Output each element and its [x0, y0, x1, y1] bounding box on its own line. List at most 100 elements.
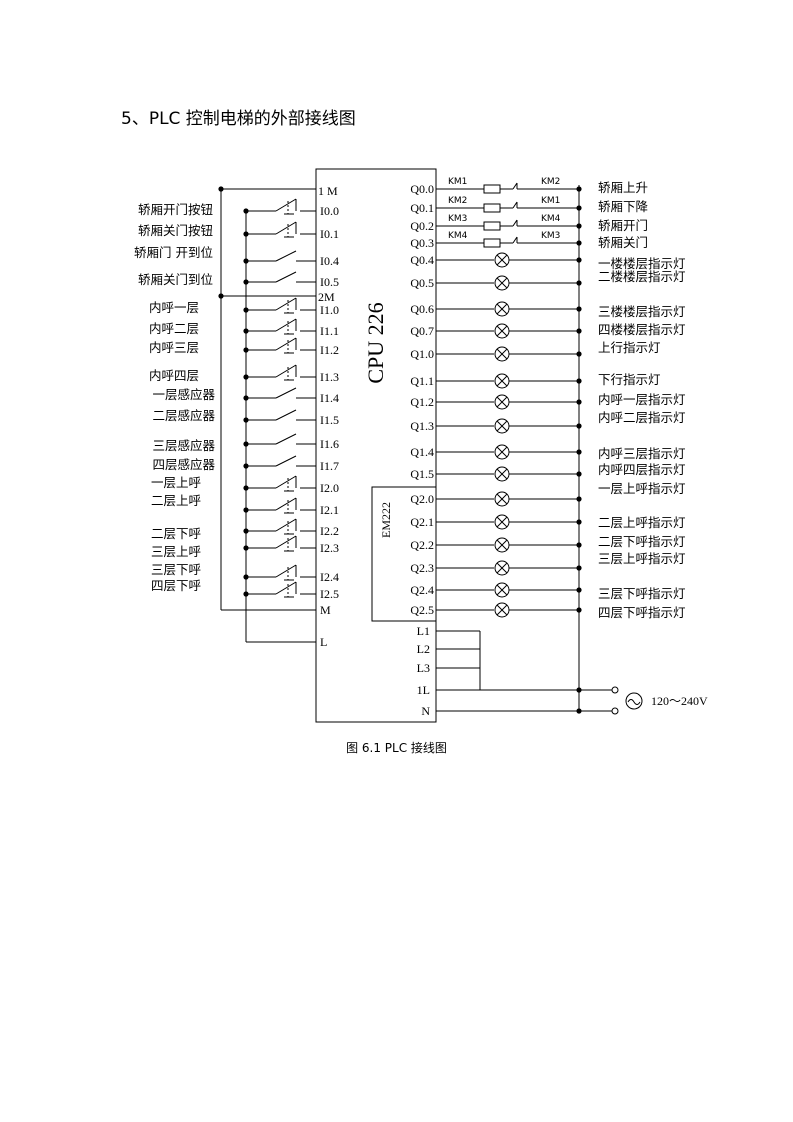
lamp-cross	[496, 468, 508, 480]
indicator-lamp	[494, 373, 510, 389]
lamp-cross	[496, 562, 508, 574]
ac-source-circle	[625, 692, 643, 710]
lamp-circle	[494, 346, 510, 362]
limit-switch-contact-symbol	[275, 455, 300, 467]
interlock-label: KM2	[541, 177, 560, 187]
input-label: 轿厢关门按钮	[138, 223, 213, 238]
lamp-cross	[496, 325, 508, 337]
output-pin-Q0-1: Q0.1	[410, 201, 434, 215]
lamp-circle	[494, 537, 510, 553]
output-junction	[576, 496, 582, 502]
input-label: 内呼一层	[149, 300, 199, 315]
output-label: 四楼楼层指示灯	[598, 322, 686, 337]
output-pin-Q0-4: Q0.4	[410, 253, 434, 267]
input-junction	[243, 307, 249, 313]
output-pin-Q2-4: Q2.4	[410, 583, 434, 597]
pushbutton-contact-symbol	[275, 497, 297, 514]
output-label: 三层下呼指示灯	[598, 586, 686, 601]
lamp-circle	[494, 418, 510, 434]
output-pin-Q0-7: Q0.7	[410, 324, 434, 338]
output-pin-Q2-1: Q2.1	[410, 515, 434, 529]
input-pin-I2-1: I2.1	[320, 503, 339, 517]
input-junction	[243, 395, 249, 401]
output-pin-Q1-5: Q1.5	[410, 467, 434, 481]
input-pin-I1-3: I1.3	[320, 370, 339, 384]
junction-1l	[576, 687, 582, 693]
pushbutton-contact-symbol	[275, 581, 297, 598]
input-pin-I1-0: I1.0	[320, 303, 339, 317]
output-junction	[576, 186, 582, 192]
output-label: 内呼四层指示灯	[598, 462, 686, 477]
input-pin-L: L	[320, 635, 327, 649]
output-label: 二层下呼指示灯	[598, 534, 686, 549]
output-junction	[576, 449, 582, 455]
input-junction	[243, 545, 249, 551]
lamp-cross	[496, 375, 508, 387]
output-junction	[576, 351, 582, 357]
pushbutton-contact-symbol	[275, 564, 297, 581]
interlock-contact-symbol	[512, 219, 518, 227]
lamp-circle	[494, 560, 510, 576]
section-heading: 5、PLC 控制电梯的外部接线图	[121, 109, 356, 129]
output-pin-Q0-5: Q0.5	[410, 276, 434, 290]
contact-blade	[275, 318, 297, 332]
output-label: 一楼楼层指示灯	[598, 256, 686, 271]
contact-blade	[275, 221, 297, 235]
figure-caption: 图 6.1 PLC 接线图	[346, 741, 447, 755]
input-pin-I2-2: I2.2	[320, 524, 339, 538]
input-label: 四层下呼	[151, 578, 201, 593]
output-label: 四层下呼指示灯	[598, 605, 686, 620]
lamp-cross	[496, 396, 508, 408]
contact-blade	[275, 297, 297, 311]
lamp-cross	[496, 420, 508, 432]
input-label: 四层感应器	[152, 457, 215, 472]
cpu-model-label: CPU 226	[363, 302, 388, 383]
lamp-circle	[494, 323, 510, 339]
pushbutton-contact-symbol	[275, 318, 297, 335]
contact-blade	[512, 201, 518, 209]
pushbutton-contact-symbol	[275, 364, 297, 381]
power-pin-L2: L2	[417, 642, 430, 656]
input-pin-I0-1: I0.1	[320, 227, 339, 241]
input-pin-I1-2: I1.2	[320, 343, 339, 357]
input-junction	[243, 328, 249, 334]
output-junction	[576, 399, 582, 405]
input-junction	[243, 528, 249, 534]
interlock-label: KM4	[541, 214, 561, 224]
input-junction	[243, 463, 249, 469]
input-junction	[243, 441, 249, 447]
output-label: 一层上呼指示灯	[598, 481, 686, 496]
contact-blade	[275, 271, 297, 283]
indicator-lamp	[494, 252, 510, 268]
output-label: 上行指示灯	[598, 340, 661, 355]
lamp-circle	[494, 602, 510, 618]
contact-blade	[512, 219, 518, 227]
indicator-lamp	[494, 346, 510, 362]
contact-blade	[512, 236, 518, 244]
output-junction	[576, 223, 582, 229]
input-label: 轿厢门 开到位	[134, 245, 213, 260]
input-pin-I1-6: I1.6	[320, 437, 339, 451]
input-pin-1-M: 1 M	[318, 184, 338, 198]
input-label: 二层上呼	[151, 493, 201, 508]
contact-blade	[275, 198, 297, 212]
ac-source-symbol	[625, 692, 643, 710]
indicator-lamp	[494, 514, 510, 530]
lamp-circle	[494, 394, 510, 410]
input-label: 内呼四层	[149, 368, 199, 383]
input-label: 三层上呼	[151, 544, 201, 559]
em222-module	[371, 486, 437, 622]
output-junction	[576, 240, 582, 246]
limit-switch-contact-symbol	[275, 250, 300, 262]
output-junction	[576, 378, 582, 384]
contact-blade	[275, 364, 297, 378]
input-junction	[243, 591, 249, 597]
lamp-cross	[496, 516, 508, 528]
contact-blade	[275, 564, 297, 578]
output-label: 二层上呼指示灯	[598, 515, 686, 530]
lamp-circle	[494, 275, 510, 291]
input-pin-I1-5: I1.5	[320, 413, 339, 427]
input-label: 一层感应器	[152, 387, 215, 402]
output-junction	[576, 423, 582, 429]
